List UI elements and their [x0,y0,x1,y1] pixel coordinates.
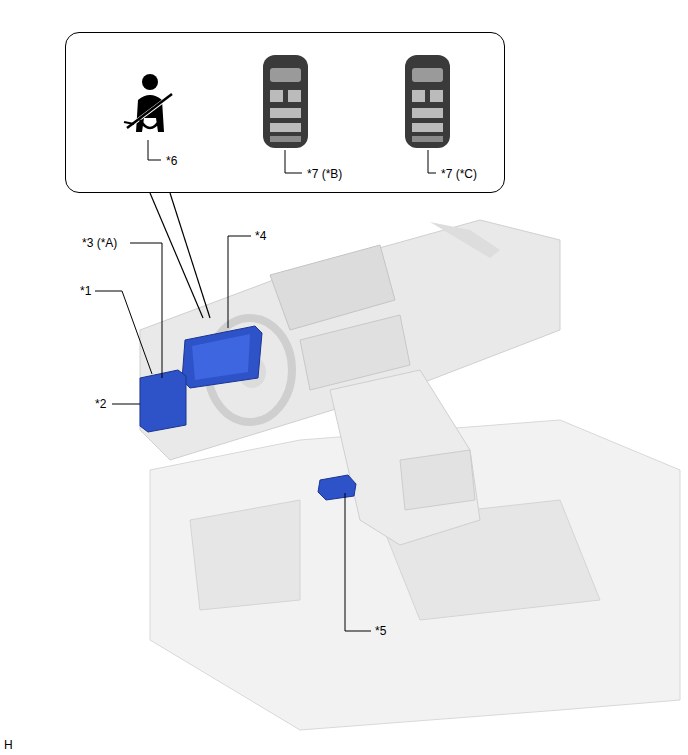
leader-line [428,150,436,173]
callout-number: *6 [166,154,177,168]
leader-line [285,150,302,173]
armrest [400,450,475,510]
leader-line [112,404,140,405]
center-console [330,370,480,545]
seatbelt-icon [124,74,172,132]
leader-line [345,493,371,631]
combination-meter [182,326,262,388]
pillar [430,222,500,258]
vehicle-icon [263,55,308,148]
callout-box: *6 *7 (*B) *7 (*C) [65,32,505,193]
floor-recess [190,500,300,610]
callout-number: *1 [80,284,91,298]
callout-number: *7 (*B) [307,167,342,181]
callout-number: *4 [255,229,266,243]
floor-shape [150,420,680,730]
airbag-sensor [318,475,356,500]
display-screen [270,245,395,330]
leader-line [228,236,251,328]
leader-line [148,140,161,160]
leader-line [95,291,152,374]
callout-number: *3 (*A) [82,236,117,250]
callout-number: *5 [375,624,386,638]
vehicle-icon [405,55,450,148]
callout-number: *2 [95,397,106,411]
callout-number: H [4,738,13,752]
ecu-box [140,370,186,432]
callout-number: *7 (*C) [441,167,477,181]
callout-pointer [170,193,210,318]
meter-face [192,334,250,380]
leader-lines [95,140,436,631]
